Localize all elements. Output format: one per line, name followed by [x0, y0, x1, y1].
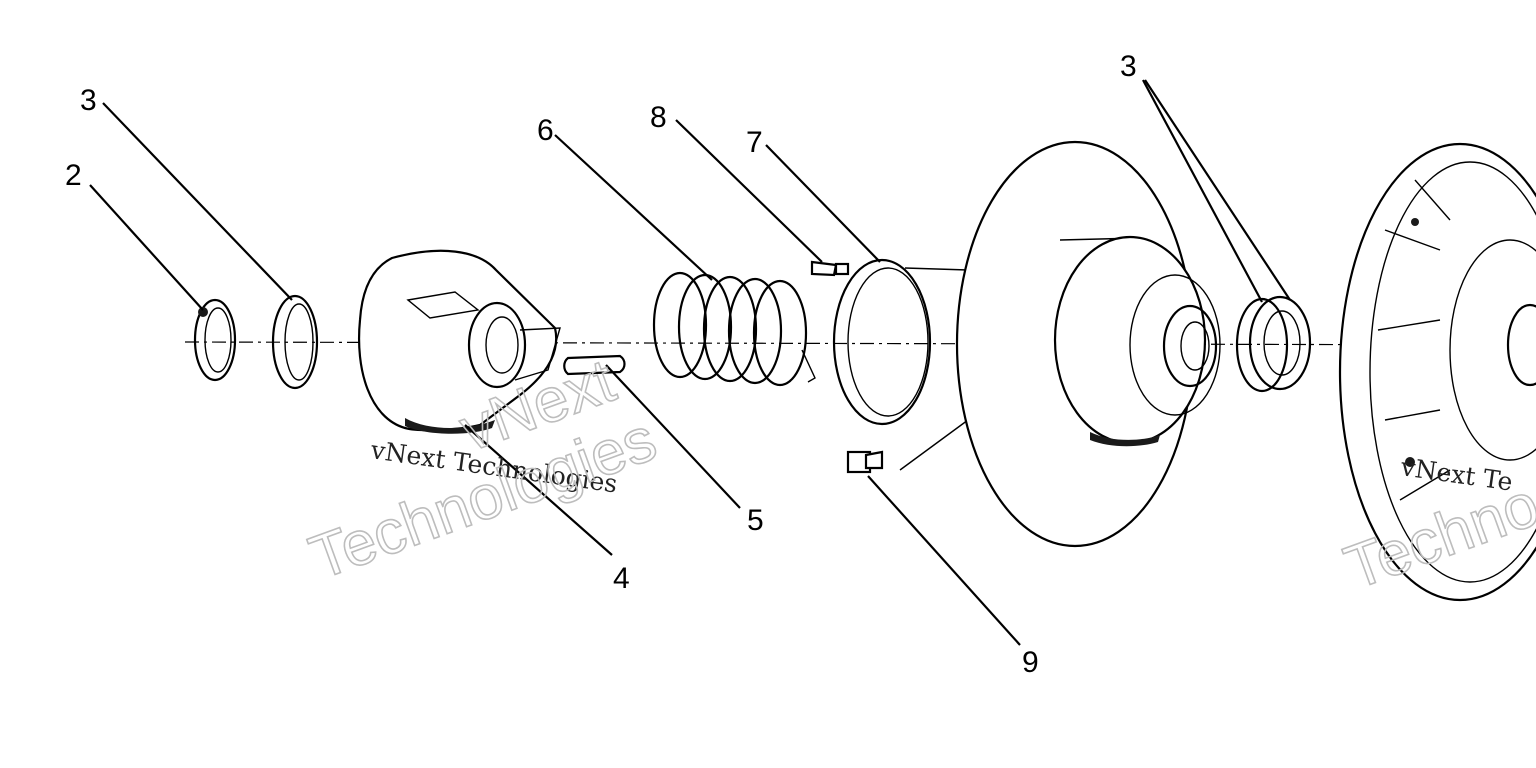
- sheave-assembly: [899, 140, 1221, 548]
- callout-2: 2: [65, 159, 82, 192]
- part-9-bolt: [846, 450, 884, 474]
- callout-5: 5: [747, 504, 764, 537]
- callout-6: 6: [537, 114, 554, 147]
- callout-3-left: 3: [80, 84, 97, 117]
- leader-3-left: [102, 102, 293, 301]
- part-8-screw: [810, 260, 850, 277]
- leader-3-right-a: [1142, 79, 1263, 303]
- part-4-cam-housing: [358, 249, 561, 434]
- outer-sheave-partial: [1338, 142, 1536, 602]
- leader-6: [554, 134, 713, 281]
- callout-7: 7: [746, 126, 763, 159]
- callout-labels: 2 3 6 8 7 3 5 4 9: [65, 50, 1137, 679]
- callout-4: 4: [613, 562, 630, 595]
- leader-2: [89, 184, 204, 311]
- leader-8: [675, 119, 823, 263]
- leader-3-right-b: [1144, 79, 1291, 301]
- part-2-snap-ring: [193, 298, 237, 382]
- callout-9: 9: [1022, 646, 1039, 679]
- callout-3-right: 3: [1120, 50, 1137, 83]
- part-3-bushings-right: [1235, 295, 1312, 393]
- leader-9: [867, 475, 1021, 646]
- part-7-ring: [832, 258, 932, 426]
- leader-7: [765, 144, 881, 263]
- leader-5: [605, 364, 741, 509]
- part-6-spring: [652, 271, 816, 387]
- part-3-washer-left: [271, 294, 319, 390]
- leader-lines: [89, 79, 1291, 646]
- leader-4: [464, 424, 613, 556]
- callout-8: 8: [650, 101, 667, 134]
